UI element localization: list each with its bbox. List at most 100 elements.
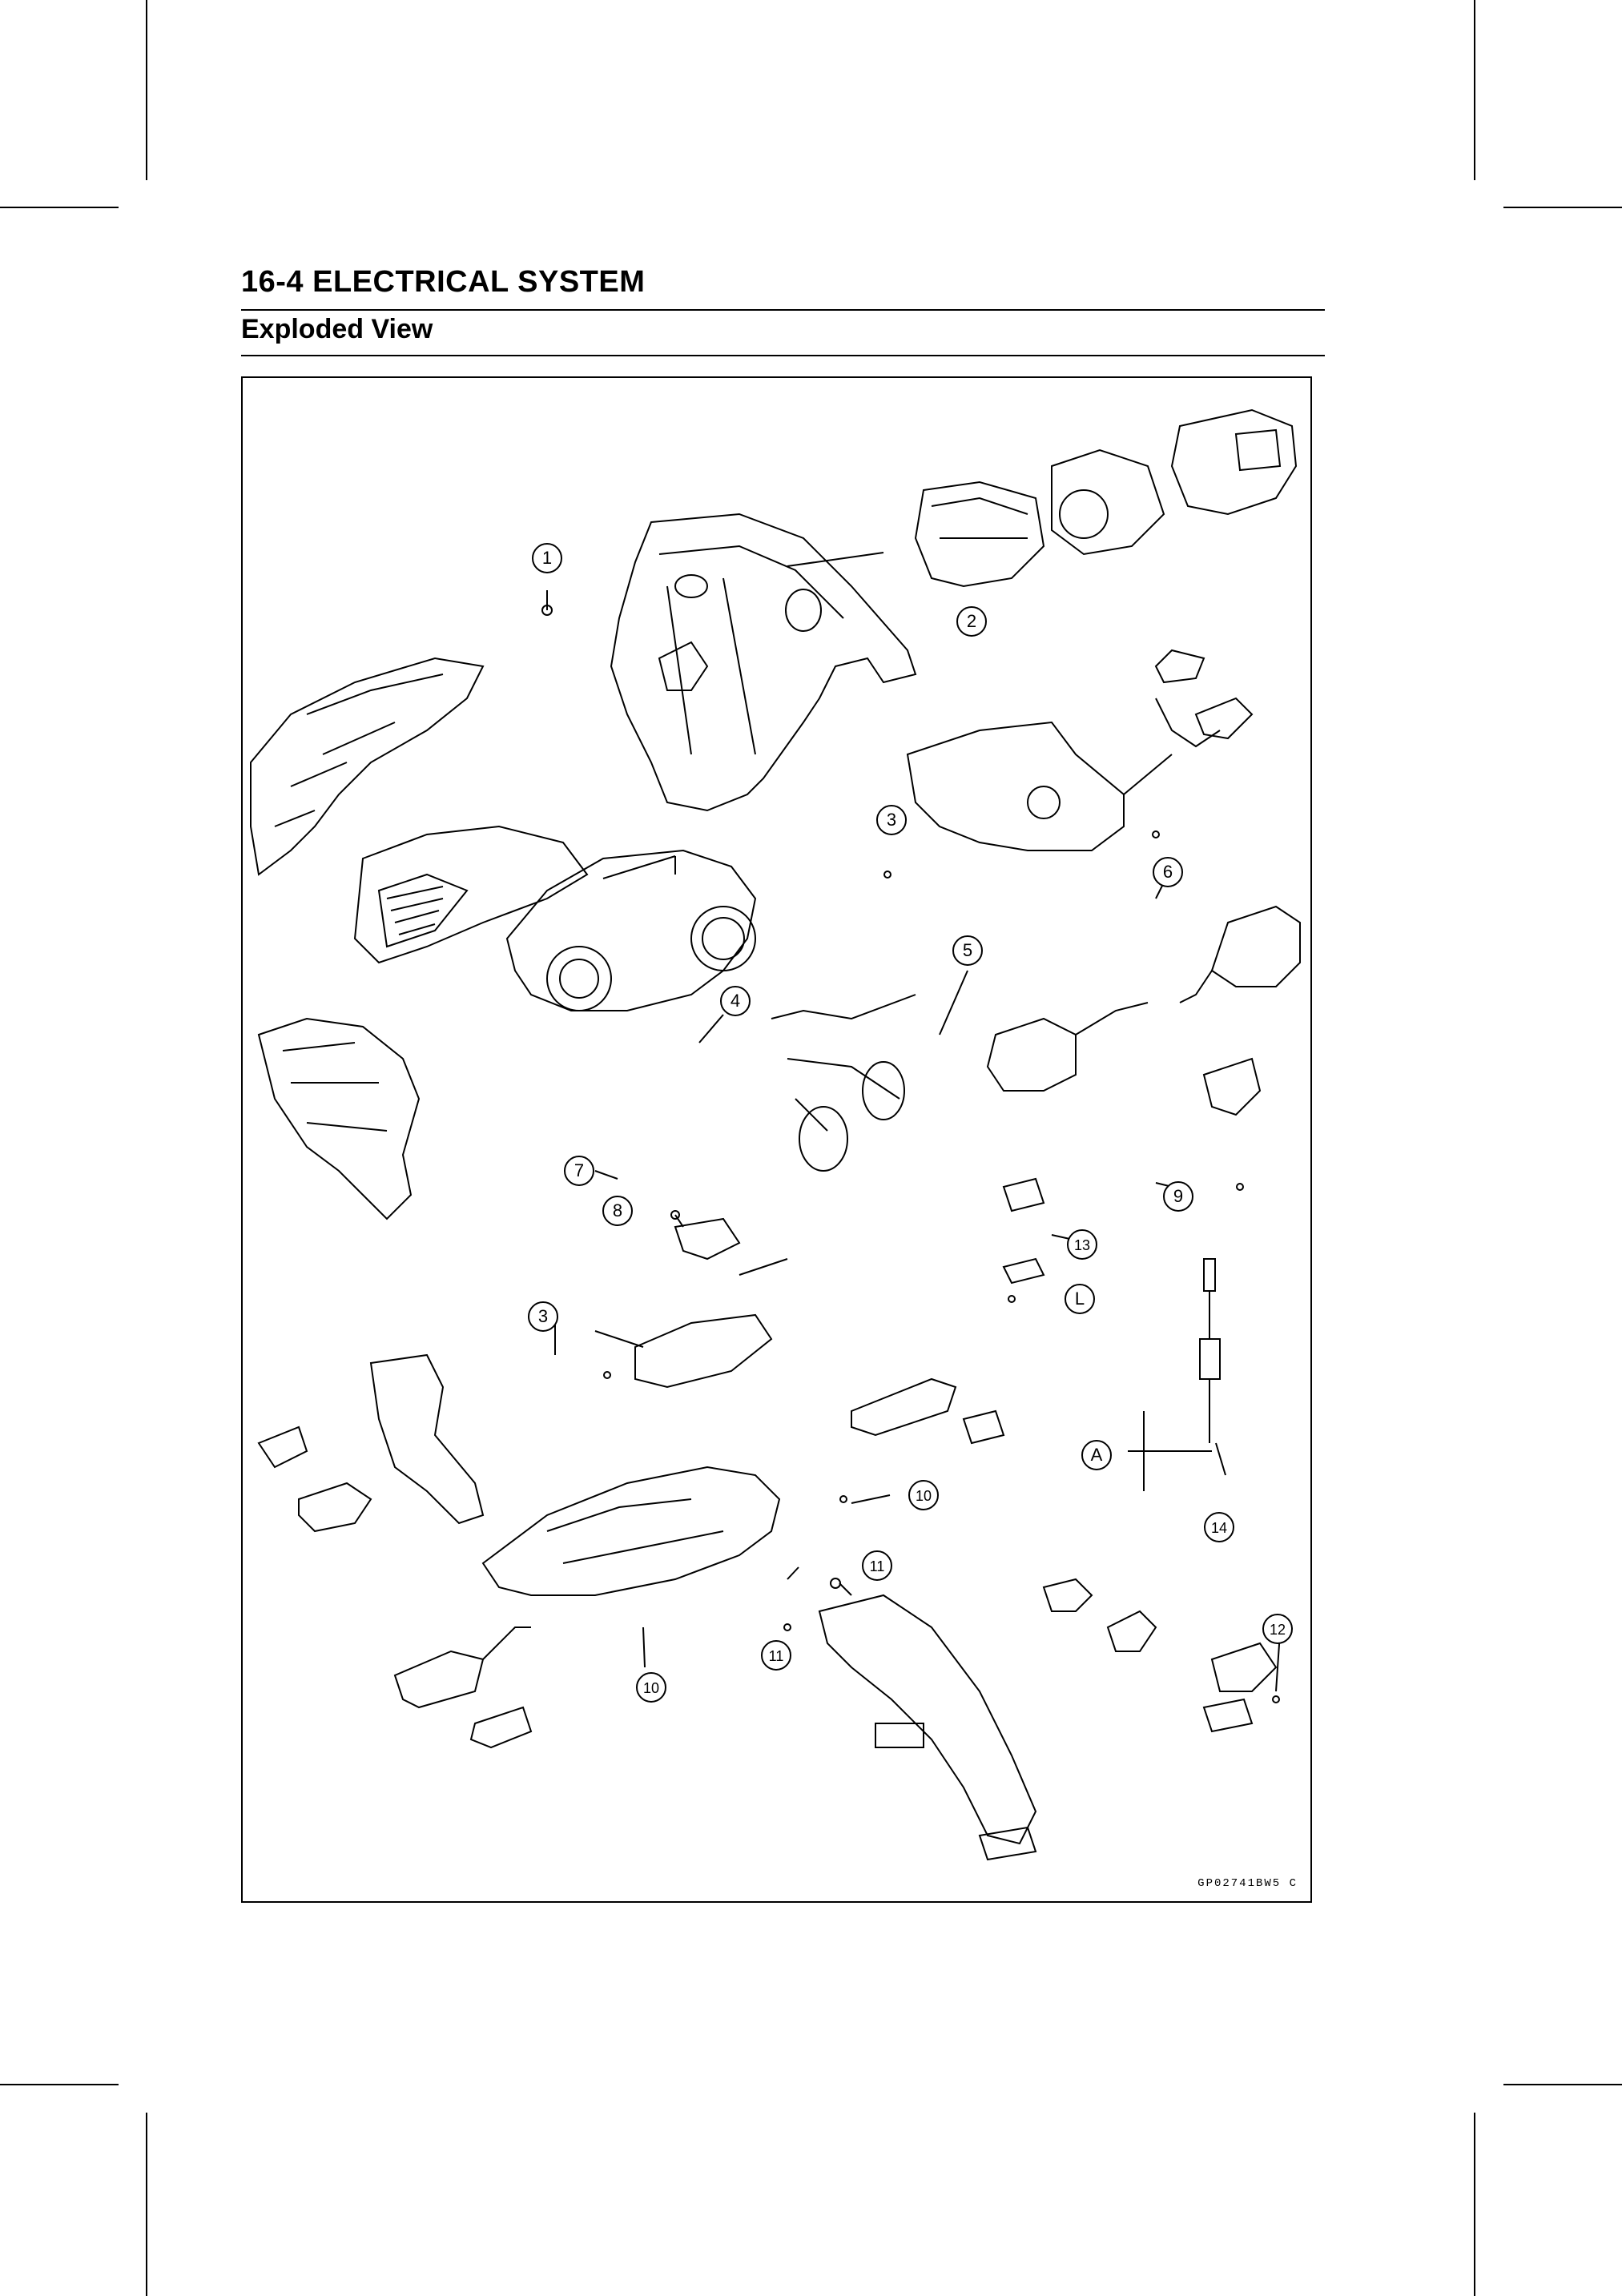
callout-circle — [1204, 1512, 1234, 1542]
switch-housing-part — [1210, 905, 1301, 987]
callout-group: 1 2 3 6 5 4 7 9 8 13 L 3 A — [528, 543, 1293, 1703]
turn-signal-part — [393, 1650, 485, 1709]
callout-circle — [636, 1672, 666, 1703]
rear-cowl-part — [481, 1466, 781, 1596]
crop-mark — [146, 2113, 147, 2296]
callout-label: 3 — [887, 810, 896, 830]
meter-unit-part — [1234, 428, 1282, 472]
air-duct-part — [282, 1042, 388, 1132]
fastener — [670, 1210, 680, 1220]
crop-mark — [0, 207, 119, 208]
fastener — [1272, 1695, 1280, 1703]
meter-unit-part — [1059, 489, 1109, 539]
headlight-housing-part — [690, 906, 756, 971]
upper-fairing-part — [386, 886, 444, 935]
wire — [1123, 698, 1221, 795]
crop-mark — [1474, 2113, 1475, 2296]
callout-circle — [1163, 1181, 1193, 1212]
rear-fender-part — [818, 1594, 1037, 1845]
callout-label: 6 — [1163, 862, 1173, 882]
crop-mark — [0, 2084, 119, 2085]
rear-fender-part — [875, 1723, 924, 1748]
license-light-part — [1210, 1642, 1278, 1692]
turn-signal-part — [851, 1377, 957, 1437]
wire — [1075, 970, 1213, 1035]
headlight-housing-part — [546, 946, 612, 1011]
bracket-part — [674, 1217, 741, 1261]
bracket-part — [1002, 1257, 1045, 1285]
callout-circle — [1065, 1284, 1095, 1314]
upper-fairing-part — [353, 825, 589, 964]
callout-label: 11 — [769, 1648, 784, 1664]
callout-label: 3 — [538, 1306, 548, 1326]
crop-mark — [146, 0, 147, 180]
exploded-view-figure: 1 2 3 6 5 4 7 9 8 13 L 3 A — [241, 376, 1312, 1903]
turn-signal-part — [298, 1482, 372, 1533]
exploded-view-diagram: 1 2 3 6 5 4 7 9 8 13 L 3 A — [250, 408, 1301, 1861]
callout-label: 8 — [613, 1200, 622, 1220]
callout-label: 7 — [574, 1160, 584, 1180]
bracket-part — [1202, 1057, 1262, 1116]
meter-unit-part — [914, 481, 1045, 588]
meter-unit-part — [1170, 408, 1298, 516]
callout-label: 13 — [1074, 1237, 1090, 1253]
fastener — [1008, 1295, 1016, 1303]
callout-circle — [1067, 1229, 1097, 1260]
meter-cover-part — [785, 589, 822, 632]
fastener — [603, 1371, 611, 1379]
callout-label: A — [1091, 1445, 1103, 1465]
inner-cover-part — [1027, 786, 1061, 819]
headlight-housing-part — [702, 917, 745, 960]
license-light-part — [1106, 1610, 1157, 1652]
meter-unit-part — [1051, 448, 1165, 556]
callout-circle — [876, 805, 907, 835]
page-header-title: 16-4 ELECTRICAL SYSTEM — [241, 265, 646, 299]
callout-circle — [952, 935, 983, 966]
meter-cover-part — [610, 513, 917, 812]
callout-circle — [602, 1196, 633, 1226]
fastener — [883, 871, 891, 879]
turn-signal-part — [1154, 649, 1205, 684]
meter-cover-part — [674, 574, 708, 598]
turn-signal-part — [469, 1706, 533, 1749]
crop-mark — [1503, 2084, 1622, 2085]
fairing-part — [369, 1353, 485, 1525]
sensor-part — [1199, 1291, 1221, 1443]
turn-signal-part — [962, 1409, 1005, 1445]
callout-circle — [862, 1550, 892, 1581]
callout-label: L — [1075, 1289, 1085, 1309]
bracket-part — [1002, 1177, 1045, 1212]
callout-label: 2 — [967, 611, 976, 631]
leader-line — [546, 552, 1281, 1692]
lamp-part — [634, 1313, 773, 1389]
dimension-line — [1128, 1411, 1212, 1491]
meter-cover-part — [658, 641, 709, 691]
callout-label: 9 — [1173, 1186, 1183, 1206]
crop-mark — [1503, 207, 1622, 208]
section-title: Exploded View — [241, 314, 433, 344]
callout-circle — [908, 1480, 939, 1510]
rear-cowl-part — [546, 1498, 724, 1564]
fastener — [830, 1578, 841, 1589]
callout-circle — [720, 986, 751, 1016]
crop-mark — [1474, 0, 1475, 180]
callout-circle — [1262, 1614, 1293, 1644]
callout-circle — [1081, 1440, 1112, 1470]
callout-circle — [956, 606, 987, 637]
headlight-bulb-part — [799, 1106, 848, 1172]
rear-fender-part — [978, 1826, 1037, 1861]
wire — [594, 1258, 788, 1348]
callout-label: 1 — [542, 548, 552, 568]
fastener — [839, 1495, 847, 1503]
callout-label: 11 — [870, 1558, 885, 1574]
section-rule — [241, 355, 1325, 356]
license-light-part — [1042, 1578, 1093, 1612]
upper-fairing-part — [274, 674, 444, 827]
meter-cover-part — [658, 545, 844, 755]
meter-unit-part — [931, 497, 1028, 539]
wire — [482, 1627, 531, 1660]
fastener — [1152, 830, 1160, 838]
callout-circle — [564, 1156, 594, 1186]
air-duct-part — [257, 1017, 421, 1220]
upper-fairing-part — [250, 657, 485, 876]
